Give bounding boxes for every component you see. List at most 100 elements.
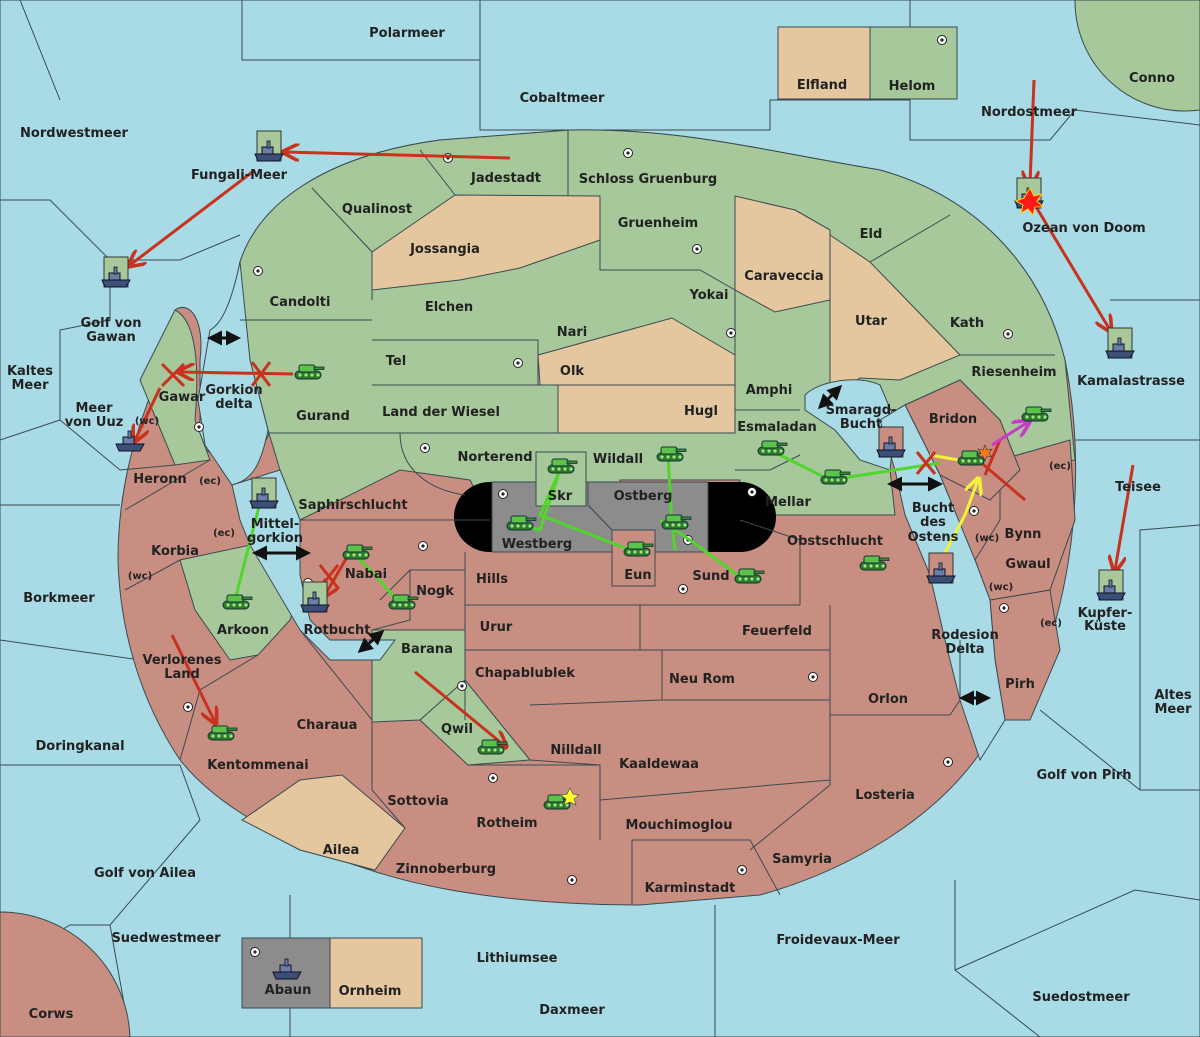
supply-center-dot-icon bbox=[999, 603, 1009, 613]
army-unit[interactable] bbox=[1021, 406, 1052, 422]
label-elchen: Elchen bbox=[425, 300, 473, 315]
fleet-unit[interactable] bbox=[1096, 569, 1126, 601]
fleet-unit[interactable] bbox=[101, 256, 131, 288]
region-ornheim[interactable] bbox=[329, 937, 423, 1009]
supply-center-dot-icon bbox=[488, 773, 498, 783]
region-conno[interactable] bbox=[1074, 0, 1200, 112]
impassable-cap-east bbox=[704, 482, 776, 552]
label-mittel-gorkion-2: gorkion bbox=[247, 531, 303, 546]
label-ostberg: Ostberg bbox=[614, 489, 673, 504]
region-eun[interactable] bbox=[611, 529, 656, 587]
label-ornheim: Ornheim bbox=[339, 984, 402, 999]
label-meer-von-uuz-1: Meer bbox=[76, 401, 114, 416]
army-unit[interactable] bbox=[506, 515, 537, 531]
label-eld: Eld bbox=[860, 227, 883, 242]
army-unit[interactable] bbox=[207, 725, 238, 741]
label-altes-meer-2: Meer bbox=[1155, 702, 1193, 717]
region-jossangia[interactable] bbox=[371, 194, 601, 291]
label-rotbucht: Rotbucht bbox=[304, 623, 371, 638]
army-unit[interactable] bbox=[820, 469, 851, 485]
label-froidevaux-meer: Froidevaux-Meer bbox=[776, 933, 900, 948]
army-unit[interactable] bbox=[222, 594, 253, 610]
army-unit[interactable] bbox=[477, 739, 508, 755]
supply-center-dot-icon bbox=[678, 584, 688, 594]
convoy-order bbox=[938, 480, 978, 563]
label-golf-von-pirh: Golf von Pirh bbox=[1036, 768, 1131, 783]
army-unit[interactable] bbox=[734, 568, 765, 584]
label-verlorenes-land-2: Land bbox=[164, 667, 200, 682]
supply-center-dot-icon bbox=[747, 487, 757, 497]
army-unit[interactable] bbox=[388, 594, 419, 610]
label-nabai: Nabai bbox=[345, 567, 387, 582]
label-caraveccia: Caraveccia bbox=[744, 269, 823, 284]
label-hills: Hills bbox=[476, 572, 508, 587]
fleet-unit[interactable] bbox=[300, 581, 330, 613]
x-cross-icon bbox=[915, 451, 937, 475]
label-golf-von-ailea: Golf von Ailea bbox=[94, 866, 196, 881]
fleet-unit[interactable] bbox=[926, 552, 956, 584]
label-schloss-gruenburg: Schloss Gruenburg bbox=[579, 172, 717, 187]
label-qwil: Qwil bbox=[441, 722, 473, 737]
label-olk: Olk bbox=[560, 364, 585, 379]
army-unit[interactable] bbox=[859, 555, 890, 571]
double-arrow-icon bbox=[357, 630, 385, 653]
retreat-order bbox=[991, 422, 1028, 447]
army-unit[interactable] bbox=[661, 514, 692, 530]
label-golf-von-gawan-2: Gawan bbox=[86, 330, 135, 345]
label-amphi: Amphi bbox=[746, 383, 793, 398]
label-corws: Corws bbox=[29, 1007, 74, 1022]
order-arrow bbox=[170, 634, 215, 722]
label-bucht-des-ostens-3: Ostens bbox=[908, 530, 959, 545]
region-corws[interactable] bbox=[0, 911, 131, 1037]
supply-center-dot-icon bbox=[250, 947, 260, 957]
label-losteria: Losteria bbox=[855, 788, 915, 803]
army-unit[interactable] bbox=[656, 446, 687, 462]
label-urur: Urur bbox=[480, 620, 513, 635]
label-gurand: Gurand bbox=[296, 409, 350, 424]
label-karminstadt: Karminstadt bbox=[645, 881, 736, 896]
supply-center-dot-icon bbox=[623, 148, 633, 158]
army-unit[interactable] bbox=[623, 541, 654, 557]
supply-center-dot-icon bbox=[418, 541, 428, 551]
label-smaragd-bucht-2: Bucht bbox=[840, 417, 882, 432]
order-arrow bbox=[130, 168, 256, 265]
label-helom: Helom bbox=[889, 79, 936, 94]
label-coast-wc: (wc) bbox=[975, 533, 999, 544]
label-qualinost: Qualinost bbox=[342, 202, 412, 217]
army-unit[interactable] bbox=[547, 458, 578, 474]
label-cobaltmeer: Cobaltmeer bbox=[520, 91, 605, 106]
order-arrow bbox=[414, 670, 505, 746]
label-gorkion-delta-2: delta bbox=[215, 397, 253, 412]
fleet-unit[interactable] bbox=[1105, 327, 1135, 359]
supply-center-dot-icon bbox=[253, 266, 263, 276]
army-unit[interactable] bbox=[757, 440, 788, 456]
units-layer bbox=[101, 130, 1135, 980]
fleet-unit[interactable] bbox=[254, 130, 284, 162]
army-unit[interactable] bbox=[342, 544, 373, 560]
region-gawar[interactable] bbox=[139, 309, 211, 466]
supply-center-dot-icon bbox=[692, 244, 702, 254]
label-norterend: Norterend bbox=[457, 450, 532, 465]
fleet-unit[interactable] bbox=[876, 426, 906, 458]
label-hugl: Hugl bbox=[684, 404, 718, 419]
label-doringkanal: Doringkanal bbox=[35, 739, 124, 754]
label-golf-von-gawan-1: Golf von bbox=[81, 316, 142, 331]
order-arrow bbox=[983, 439, 1002, 476]
label-feuerfeld: Feuerfeld bbox=[742, 624, 812, 639]
fleet-unit[interactable] bbox=[249, 477, 279, 509]
x-cross-icon bbox=[160, 362, 186, 388]
label-coast-wc: (wc) bbox=[135, 416, 159, 427]
supply-center-dot-icon bbox=[937, 35, 947, 45]
region-elfland[interactable] bbox=[777, 26, 871, 100]
army-unit[interactable] bbox=[294, 364, 325, 380]
label-rotheim: Rotheim bbox=[476, 816, 537, 831]
label-jossangia: Jossangia bbox=[409, 242, 480, 257]
label-elfland: Elfland bbox=[797, 78, 847, 93]
order-arrow bbox=[135, 387, 162, 440]
region-olk[interactable] bbox=[537, 317, 736, 386]
label-gruenheim: Gruenheim bbox=[618, 216, 698, 231]
label-barana: Barana bbox=[401, 642, 453, 657]
supply-center-dot-icon bbox=[726, 328, 736, 338]
label-rodesion-delta-2: Delta bbox=[945, 642, 984, 657]
label-abaun: Abaun bbox=[265, 983, 312, 998]
